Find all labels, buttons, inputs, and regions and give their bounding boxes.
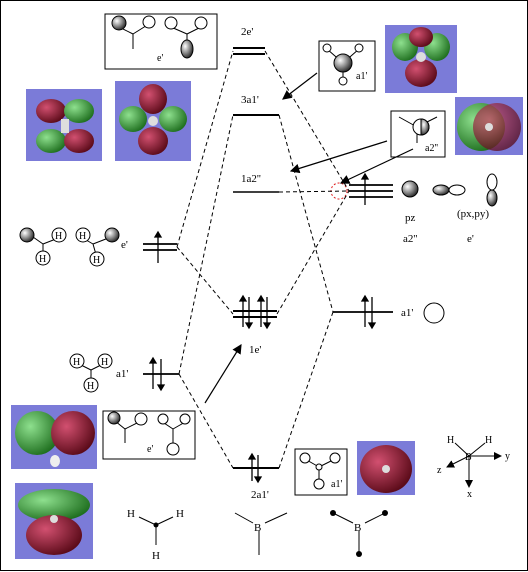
svg-text:a1': a1' bbox=[356, 71, 367, 82]
bottom-bh3: B bbox=[330, 510, 388, 557]
svg-text:a1': a1' bbox=[331, 479, 342, 490]
mo-render-top-right bbox=[385, 25, 457, 93]
label-1a2: 1a2'' bbox=[241, 173, 261, 185]
svg-text:a2'': a2'' bbox=[425, 143, 438, 154]
svg-text:B: B bbox=[254, 522, 261, 534]
mo-render-3a1 bbox=[26, 89, 102, 161]
svg-text:H: H bbox=[79, 231, 86, 242]
svg-text:B: B bbox=[465, 452, 472, 463]
svg-text:z: z bbox=[437, 465, 442, 476]
left-a1-label: a1' bbox=[116, 368, 128, 380]
label-3a1: 3a1' bbox=[241, 94, 259, 106]
svg-text:B: B bbox=[354, 522, 361, 534]
right-electrons bbox=[360, 172, 377, 330]
box-bottom-left: e' bbox=[102, 410, 196, 460]
box-top-right: a1' bbox=[318, 40, 376, 92]
electrons-center bbox=[238, 294, 272, 484]
mo-render-2e bbox=[115, 81, 191, 161]
svg-text:H: H bbox=[176, 508, 184, 520]
mo-render-mid-right bbox=[455, 97, 523, 155]
py-orbital-icon bbox=[486, 173, 498, 207]
mo-render-bottom-left bbox=[15, 483, 93, 559]
left-fragment-levels bbox=[143, 243, 179, 375]
mo-levels bbox=[233, 47, 279, 469]
svg-text:H: H bbox=[73, 357, 80, 368]
box-bottom-right: a1' bbox=[294, 448, 348, 496]
svg-text:H: H bbox=[93, 255, 100, 266]
svg-text:H: H bbox=[447, 435, 454, 446]
box-mid-right: a2'' bbox=[390, 110, 446, 158]
right-a1-label: a1' bbox=[401, 307, 413, 319]
correlation-lines bbox=[176, 50, 350, 469]
svg-text:H: H bbox=[127, 508, 135, 520]
svg-text:H: H bbox=[101, 357, 108, 368]
svg-text:y: y bbox=[505, 451, 510, 462]
solid-arrows bbox=[204, 72, 414, 404]
left-e-label: e' bbox=[121, 239, 128, 251]
svg-text:H: H bbox=[39, 254, 46, 265]
box-top-left: e' bbox=[104, 13, 218, 70]
label-1e: 1e' bbox=[249, 344, 261, 356]
svg-text:H: H bbox=[152, 550, 160, 562]
e-label: e' bbox=[467, 233, 474, 245]
svg-text:H: H bbox=[87, 381, 94, 392]
svg-text:x: x bbox=[467, 489, 472, 500]
right-fragment-levels bbox=[333, 184, 393, 313]
h3-e-sketch-2: H H bbox=[75, 227, 120, 267]
mo-render-1e bbox=[11, 405, 97, 469]
px-orbital-icon bbox=[432, 184, 466, 196]
h3-a1-sketch: H H H bbox=[69, 353, 113, 393]
label-2a1: 2a1' bbox=[251, 489, 269, 501]
axes-sketch: B H H y z x bbox=[437, 435, 510, 500]
svg-text:H: H bbox=[55, 231, 62, 242]
pxpy-label: (px,py) bbox=[457, 208, 489, 220]
left-electrons bbox=[148, 230, 166, 392]
pz-label: pz bbox=[405, 212, 416, 224]
pz-orbital-icon bbox=[401, 180, 419, 198]
bottom-b: B bbox=[234, 512, 288, 555]
svg-text:H: H bbox=[485, 435, 492, 446]
svg-text:e': e' bbox=[147, 444, 153, 455]
svg-text:e': e' bbox=[157, 53, 163, 64]
label-2e: 2e' bbox=[241, 26, 253, 38]
mo-render-2a1 bbox=[357, 441, 415, 495]
a2-label: a2'' bbox=[403, 233, 417, 245]
h3-e-sketch-1: H H bbox=[19, 227, 67, 266]
bottom-h3: H H H bbox=[127, 508, 184, 562]
s-orbital-icon bbox=[423, 302, 445, 324]
